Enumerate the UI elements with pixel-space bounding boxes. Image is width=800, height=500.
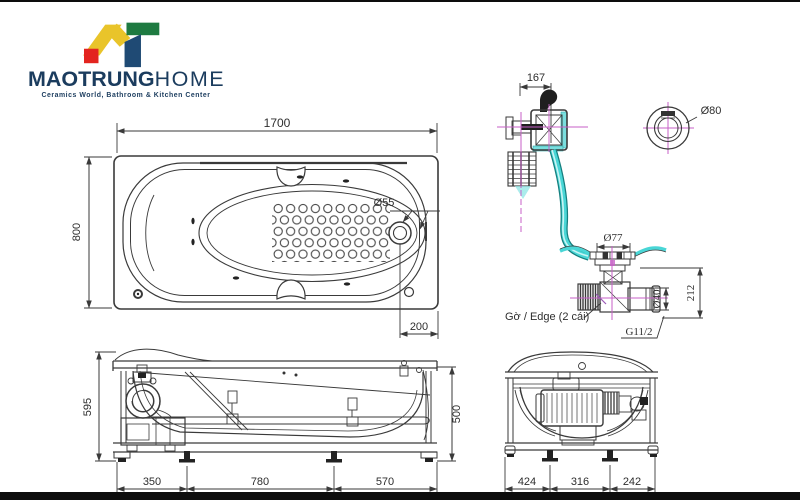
dim-label-end-span-1: 424 [518, 476, 536, 488]
side-frame [112, 348, 438, 462]
side-piping [152, 371, 430, 431]
dim-label-pipe-diameter: Ø40 [651, 289, 663, 308]
dim-label-end-span-3: 242 [623, 476, 641, 488]
drain-hole [388, 221, 412, 245]
deck-fittings [133, 286, 415, 299]
dim-label-drain-offset: 200 [410, 321, 428, 333]
tub-outline [113, 155, 439, 310]
dim-pipe-diameter [655, 287, 669, 311]
dim-label-span-2: 780 [251, 476, 269, 488]
dim-label-span-3: 570 [376, 476, 394, 488]
brand-logo: MAOTRUNGHOME Ceramics World, Bathroom & … [28, 13, 224, 99]
water-jets [191, 175, 351, 286]
dim-side-height-right [437, 366, 456, 462]
bathtub-end-view-drawing: 424 316 242 [504, 351, 659, 492]
dim-end-feet [504, 457, 656, 492]
brand-name-light: HOME [154, 67, 226, 91]
dim-label-length: 1700 [264, 116, 291, 130]
dim-label-width: 800 [71, 223, 83, 241]
dim-assembly-height [640, 267, 703, 319]
bathtub-side-view-drawing: 595 500 350 780 570 [82, 348, 463, 492]
waste-overflow-drawing: 167 Ø80 Ø77 Ø40 212 G11/2 Gờ / Edge (2 c… [497, 72, 722, 339]
bathtub-top-view-drawing: 1700 800 Ø55 200 [71, 116, 440, 339]
edge-note-label: Gờ / Edge (2 cái) [505, 311, 589, 323]
dim-tub-width [84, 156, 112, 309]
dim-label-height-right: 500 [451, 405, 463, 423]
thread-leader [621, 315, 665, 339]
drain-tee-pipe [570, 246, 668, 320]
dim-flange-diameter [596, 243, 631, 253]
dim-label-thread-size: G11/2 [625, 326, 652, 338]
brand-logo-mark-icon [83, 22, 160, 68]
dim-side-height-left [95, 351, 116, 462]
drain-leader [390, 210, 440, 338]
side-pump [120, 364, 186, 452]
end-pump-motor [535, 371, 648, 446]
overflow-cover-detail [643, 102, 698, 154]
overflow-hose [549, 148, 591, 261]
dim-label-span-1: 350 [143, 476, 161, 488]
dim-label-flange-diameter: Ø77 [604, 232, 623, 244]
brand-tagline: Ceramics World, Bathroom & Kitchen Cente… [41, 92, 211, 99]
dim-tub-length [116, 123, 438, 153]
dim-label-height-left: 595 [82, 398, 94, 416]
brand-wordmark: MAOTRUNGHOME [28, 67, 226, 91]
side-tub-shell [132, 360, 431, 441]
dim-drain-offset [399, 311, 439, 339]
bottom-frame-bar [0, 492, 800, 500]
side-adjustable-feet [179, 451, 342, 463]
dim-label-assembly-height: 212 [685, 285, 697, 302]
headrests [276, 166, 306, 300]
centerlines-overflow [497, 104, 588, 234]
end-tub-shell [514, 386, 649, 439]
anti-slip-dots [272, 202, 390, 262]
dim-label-end-span-2: 316 [571, 476, 589, 488]
dim-label-overflow-width: 167 [527, 72, 545, 84]
edge-note-leader [583, 302, 602, 319]
brand-name-bold: MAOTRUNG [28, 67, 155, 91]
end-adjustable-feet [542, 450, 618, 462]
top-frame-bar [0, 0, 800, 2]
dim-side-feet [116, 462, 438, 492]
end-frame [504, 351, 659, 457]
dim-label-cover-diameter: Ø80 [701, 105, 722, 117]
dim-label-drain-diameter: Ø55 [374, 197, 395, 209]
